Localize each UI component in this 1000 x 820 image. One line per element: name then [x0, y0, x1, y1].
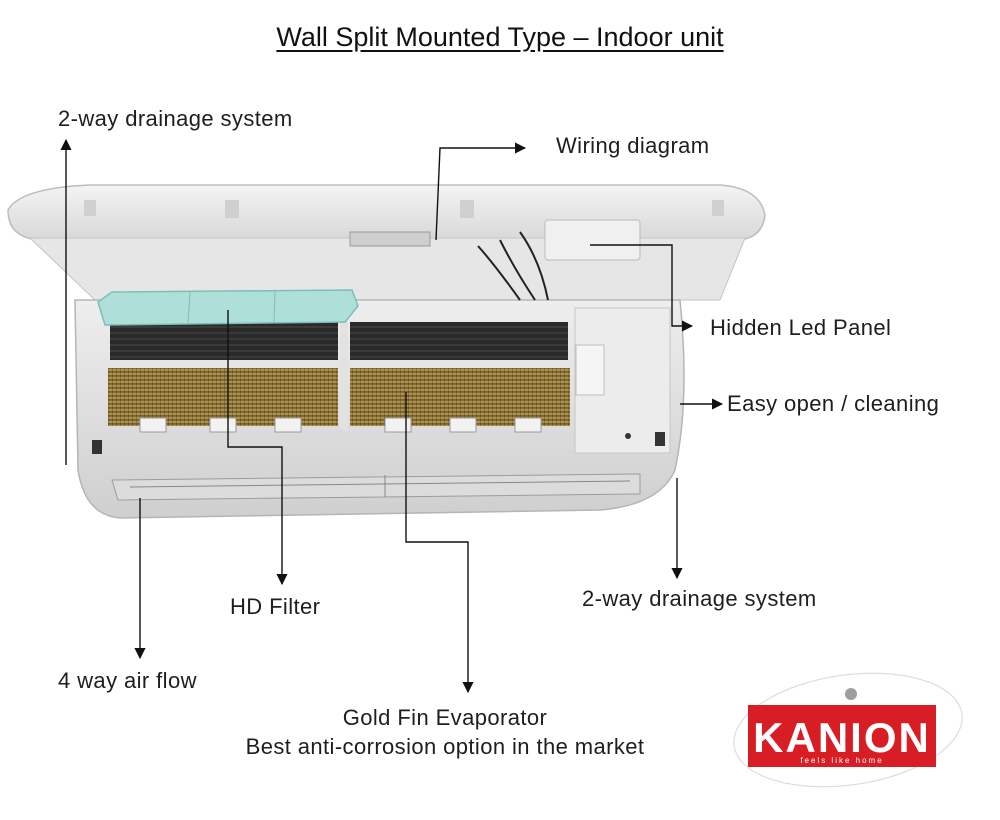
indoor-unit-body	[74, 299, 685, 519]
label-drainage-right: 2-way drainage system	[582, 586, 817, 611]
label-hd-filter: HD Filter	[230, 594, 321, 619]
label-hidden-led-panel: Hidden Led Panel	[710, 315, 892, 340]
leader-hd-filter	[227, 310, 288, 586]
label-air-flow: 4 way air flow	[58, 668, 197, 693]
gold-fin-evaporator-left	[108, 368, 338, 426]
air-louvre	[111, 473, 641, 501]
front-cover-lid	[7, 184, 766, 301]
label-gold-fin-line2: Best anti-corrosion option in the market	[245, 734, 645, 759]
diagram-title: Wall Split Mounted Type – Indoor unit	[276, 22, 724, 52]
globe-icon	[845, 688, 857, 700]
kanion-logo: KANION feels like home	[733, 672, 963, 788]
label-gold-fin-line1: Gold Fin Evaporator	[342, 705, 548, 730]
label-wiring-diagram: Wiring diagram	[556, 133, 710, 158]
label-easy-open: Easy open / cleaning	[727, 391, 940, 416]
hd-filter-panel	[97, 289, 359, 326]
gold-fin-evaporator-right	[350, 368, 570, 426]
leader-wiring-diagram	[435, 142, 527, 241]
leader-gold-fin	[405, 392, 474, 694]
led-panel-module	[544, 219, 641, 261]
logo-tagline: feels like home	[800, 756, 883, 765]
leader-hidden-led-panel	[590, 244, 694, 332]
logo-brand: KANION	[753, 714, 931, 761]
label-drainage-top: 2-way drainage system	[58, 106, 293, 131]
wiring-diagram-sticker	[349, 231, 431, 247]
